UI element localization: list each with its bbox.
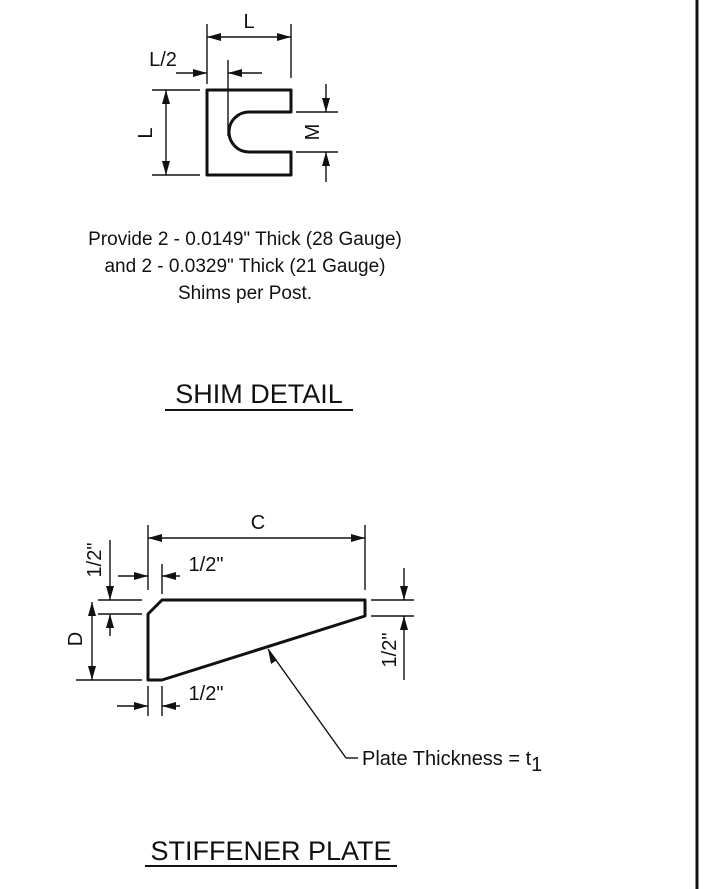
stiffener-dim-c [147,525,366,590]
stiffener-dim-c-label: C [251,512,265,534]
stiffener-thickness-label: Plate Thickness = t1 [362,748,542,776]
stiffener-dim-half-bottom [117,686,180,716]
shim-note-line-1: Provide 2 - 0.0149" Thick (28 Gauge) [88,229,402,250]
shim-detail-title: SHIM DETAIL [175,379,343,409]
stiffener-thickness-text: Plate Thickness = t [362,748,532,770]
shim-note-line-2: and 2 - 0.0329" Thick (21 Gauge) [104,256,385,277]
stiffener-thickness-leader [267,648,358,759]
shim-outline [205,88,293,177]
shim-dim-l-half [176,60,262,136]
stiffener-dim-half-right-label: 1/2" [379,633,401,668]
shim-dim-m-label: M [302,124,324,141]
stiffener-plate-outline [146,598,367,682]
stiffener-dim-d [76,602,142,681]
stiffener-dim-d-label: D [65,632,87,646]
shim-detail: L L/2 L M Provide [88,11,402,411]
shim-dim-l-side-label: L [135,127,157,138]
stiffener-dim-half-top-vertical-label: 1/2" [84,543,106,578]
stiffener-dim-half-right [371,568,414,680]
shim-dim-m [296,84,338,182]
stiffener-plate-title: STIFFENER PLATE [150,836,391,866]
stiffener-plate-detail: C 1/2" 1/2" D [65,512,542,867]
stiffener-dim-half-top-vertical [98,540,142,636]
stiffener-dim-half-bottom-label: 1/2" [189,683,224,705]
shim-dim-l-half-label: L/2 [149,49,177,71]
shim-dim-l-top [206,24,292,84]
shim-note-line-3: Shims per Post. [178,283,312,304]
shim-dim-l-side [152,89,200,176]
stiffener-dim-half-top-horizontal-label: 1/2" [189,554,224,576]
stiffener-dim-half-top-horizontal [118,564,180,594]
shim-dim-l-top-label: L [243,11,254,33]
stiffener-thickness-subscript: 1 [531,754,542,776]
